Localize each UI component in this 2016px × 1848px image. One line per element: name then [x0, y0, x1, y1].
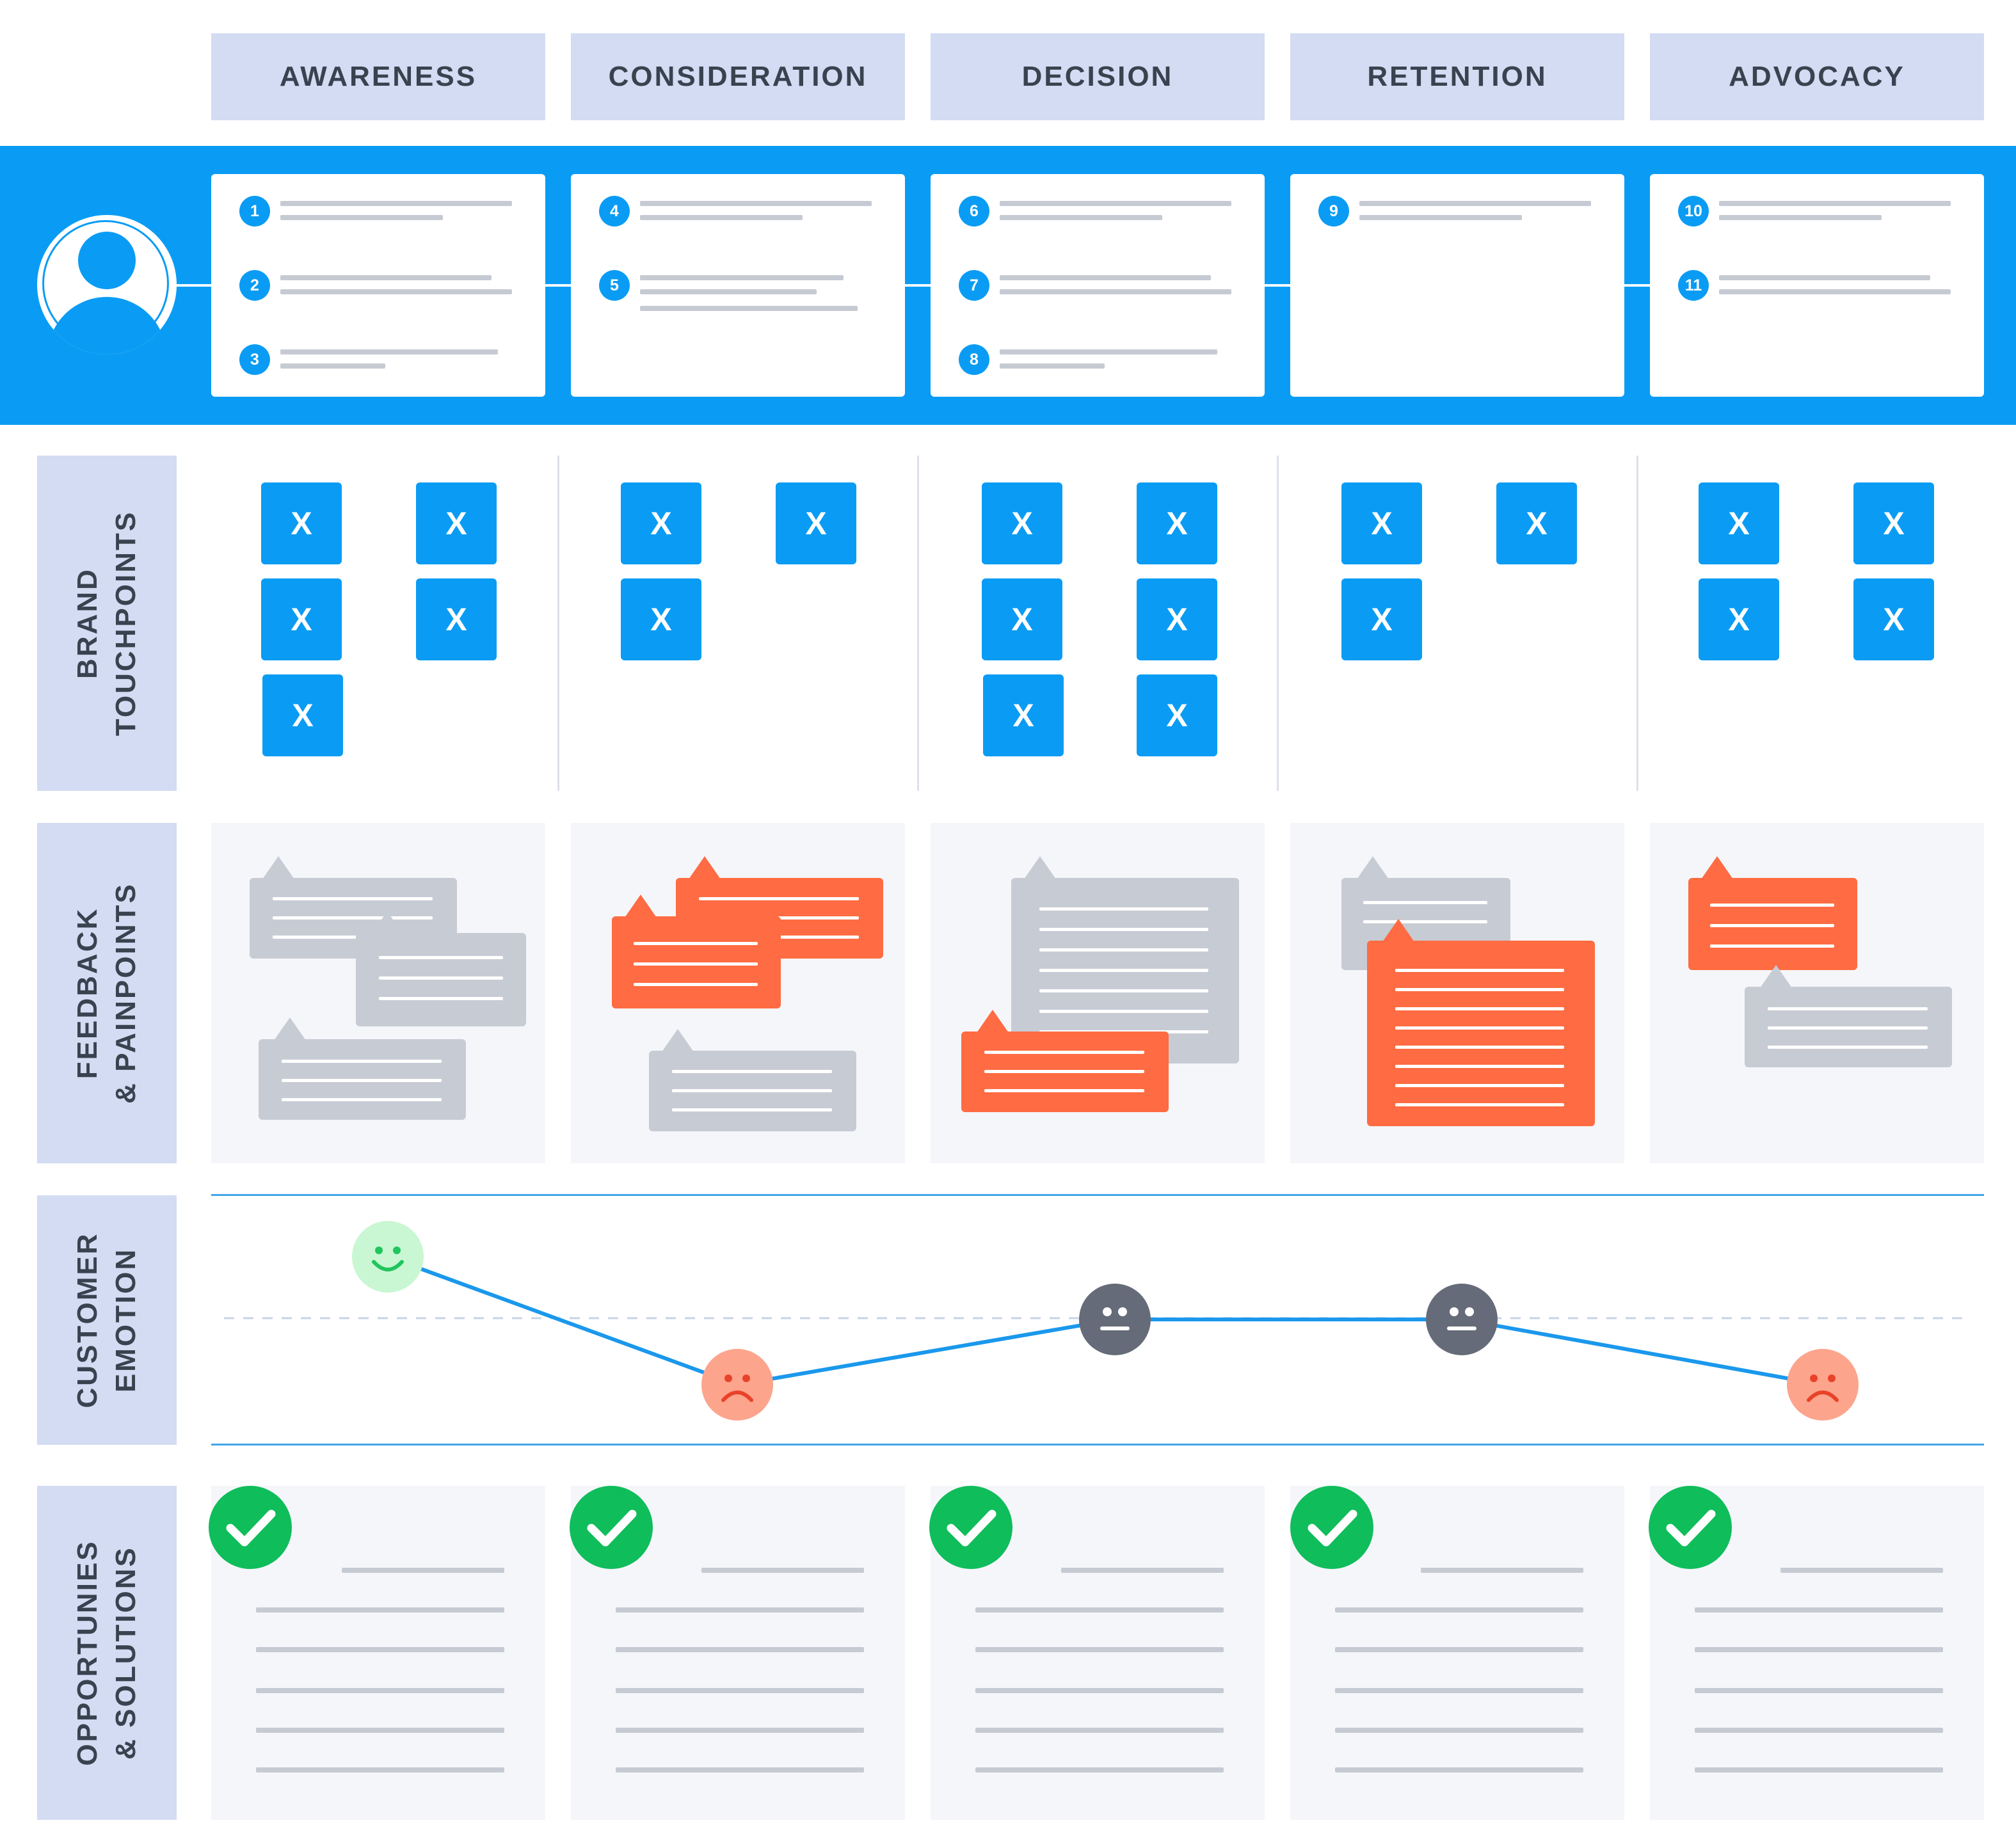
- touchpoint-box: X: [262, 674, 343, 756]
- feedback-bubble: [259, 1017, 466, 1120]
- row-label-opportunities-solutions: OPPORTUNIES& SOLUTIONS: [37, 1486, 177, 1820]
- row-label-feedback-painpoints: FEEDBACK& PAINPOINTS: [37, 823, 177, 1163]
- touchpoint-box: X: [416, 482, 497, 564]
- step-number: 4: [599, 196, 630, 227]
- stage-header-retention: RETENTION: [1290, 33, 1624, 120]
- feedback-bubble: [649, 1029, 856, 1131]
- step-card-decision: 6 7 8: [931, 174, 1265, 397]
- column-divider: [1636, 456, 1638, 791]
- touchpoint-box: X: [1137, 482, 1217, 564]
- painpoint-bubble: [1367, 919, 1595, 1126]
- checkmark-circle-icon: [1649, 1486, 1732, 1569]
- stage-header-consideration: CONSIDERATION: [571, 33, 905, 120]
- touchpoint-box: X: [1341, 578, 1422, 660]
- touchpoint-box: X: [1853, 578, 1934, 660]
- stage-header-decision: DECISION: [931, 33, 1265, 120]
- touchpoint-box: X: [1699, 578, 1779, 660]
- touchpoint-box: X: [983, 674, 1064, 756]
- touchpoint-box: X: [982, 482, 1062, 564]
- step-number: 10: [1678, 196, 1709, 227]
- step-card-advocacy: 10 11: [1650, 174, 1984, 397]
- feedback-panel-retention: [1290, 823, 1624, 1163]
- step-number: 2: [239, 270, 270, 301]
- touchpoint-box: X: [1699, 482, 1779, 564]
- smile-face-icon: [352, 1221, 424, 1293]
- touchpoint-box: X: [261, 482, 342, 564]
- step-card-retention: 9: [1290, 174, 1624, 397]
- checkmark-circle-icon: [929, 1486, 1012, 1569]
- touchpoint-box: X: [1496, 482, 1577, 564]
- stage-header-advocacy: ADVOCACY: [1650, 33, 1984, 120]
- touchpoint-box: X: [621, 482, 701, 564]
- feedback-panel-consideration: [571, 823, 905, 1163]
- step-number: 8: [959, 344, 989, 375]
- frown-face-icon: [701, 1349, 773, 1421]
- step-number: 6: [959, 196, 989, 227]
- step-number: 3: [239, 344, 270, 375]
- step-card-consideration: 4 5: [571, 174, 905, 397]
- step-card-awareness: 1 2 3: [211, 174, 545, 397]
- feedback-bubble: [1745, 965, 1952, 1067]
- step-number: 9: [1318, 196, 1349, 227]
- emotion-top-rule: [211, 1194, 1984, 1196]
- checkmark-circle-icon: [570, 1486, 653, 1569]
- emotion-bottom-rule: [211, 1444, 1984, 1446]
- painpoint-bubble: [612, 895, 781, 1008]
- painpoint-bubble: [961, 1010, 1169, 1112]
- column-divider: [1277, 456, 1279, 791]
- feedback-bubble: [356, 911, 526, 1026]
- touchpoint-box: X: [982, 578, 1062, 660]
- journey-connector: [177, 284, 1650, 287]
- stage-header-awareness: AWARENESS: [211, 33, 545, 120]
- column-divider: [917, 456, 919, 791]
- neutral-face-icon: [1426, 1284, 1498, 1355]
- step-number: 11: [1678, 270, 1709, 301]
- step-number: 5: [599, 270, 630, 301]
- step-number: 7: [959, 270, 989, 301]
- frown-face-icon: [1787, 1349, 1859, 1421]
- neutral-face-icon: [1079, 1284, 1151, 1355]
- feedback-panel-decision: [931, 823, 1265, 1163]
- painpoint-bubble: [1688, 856, 1857, 970]
- touchpoint-box: X: [1137, 674, 1217, 756]
- user-avatar-icon: [37, 215, 177, 354]
- touchpoint-box: X: [416, 578, 497, 660]
- touchpoint-box: X: [621, 578, 701, 660]
- feedback-panel-awareness: [211, 823, 545, 1163]
- step-number: 1: [239, 196, 270, 227]
- touchpoint-box: X: [776, 482, 856, 564]
- checkmark-circle-icon: [209, 1486, 292, 1569]
- touchpoint-box: X: [1137, 578, 1217, 660]
- touchpoint-box: X: [261, 578, 342, 660]
- feedback-panel-advocacy: [1650, 823, 1984, 1163]
- touchpoint-box: X: [1853, 482, 1934, 564]
- touchpoint-box: X: [1341, 482, 1422, 564]
- column-divider: [557, 456, 559, 791]
- checkmark-circle-icon: [1290, 1486, 1373, 1569]
